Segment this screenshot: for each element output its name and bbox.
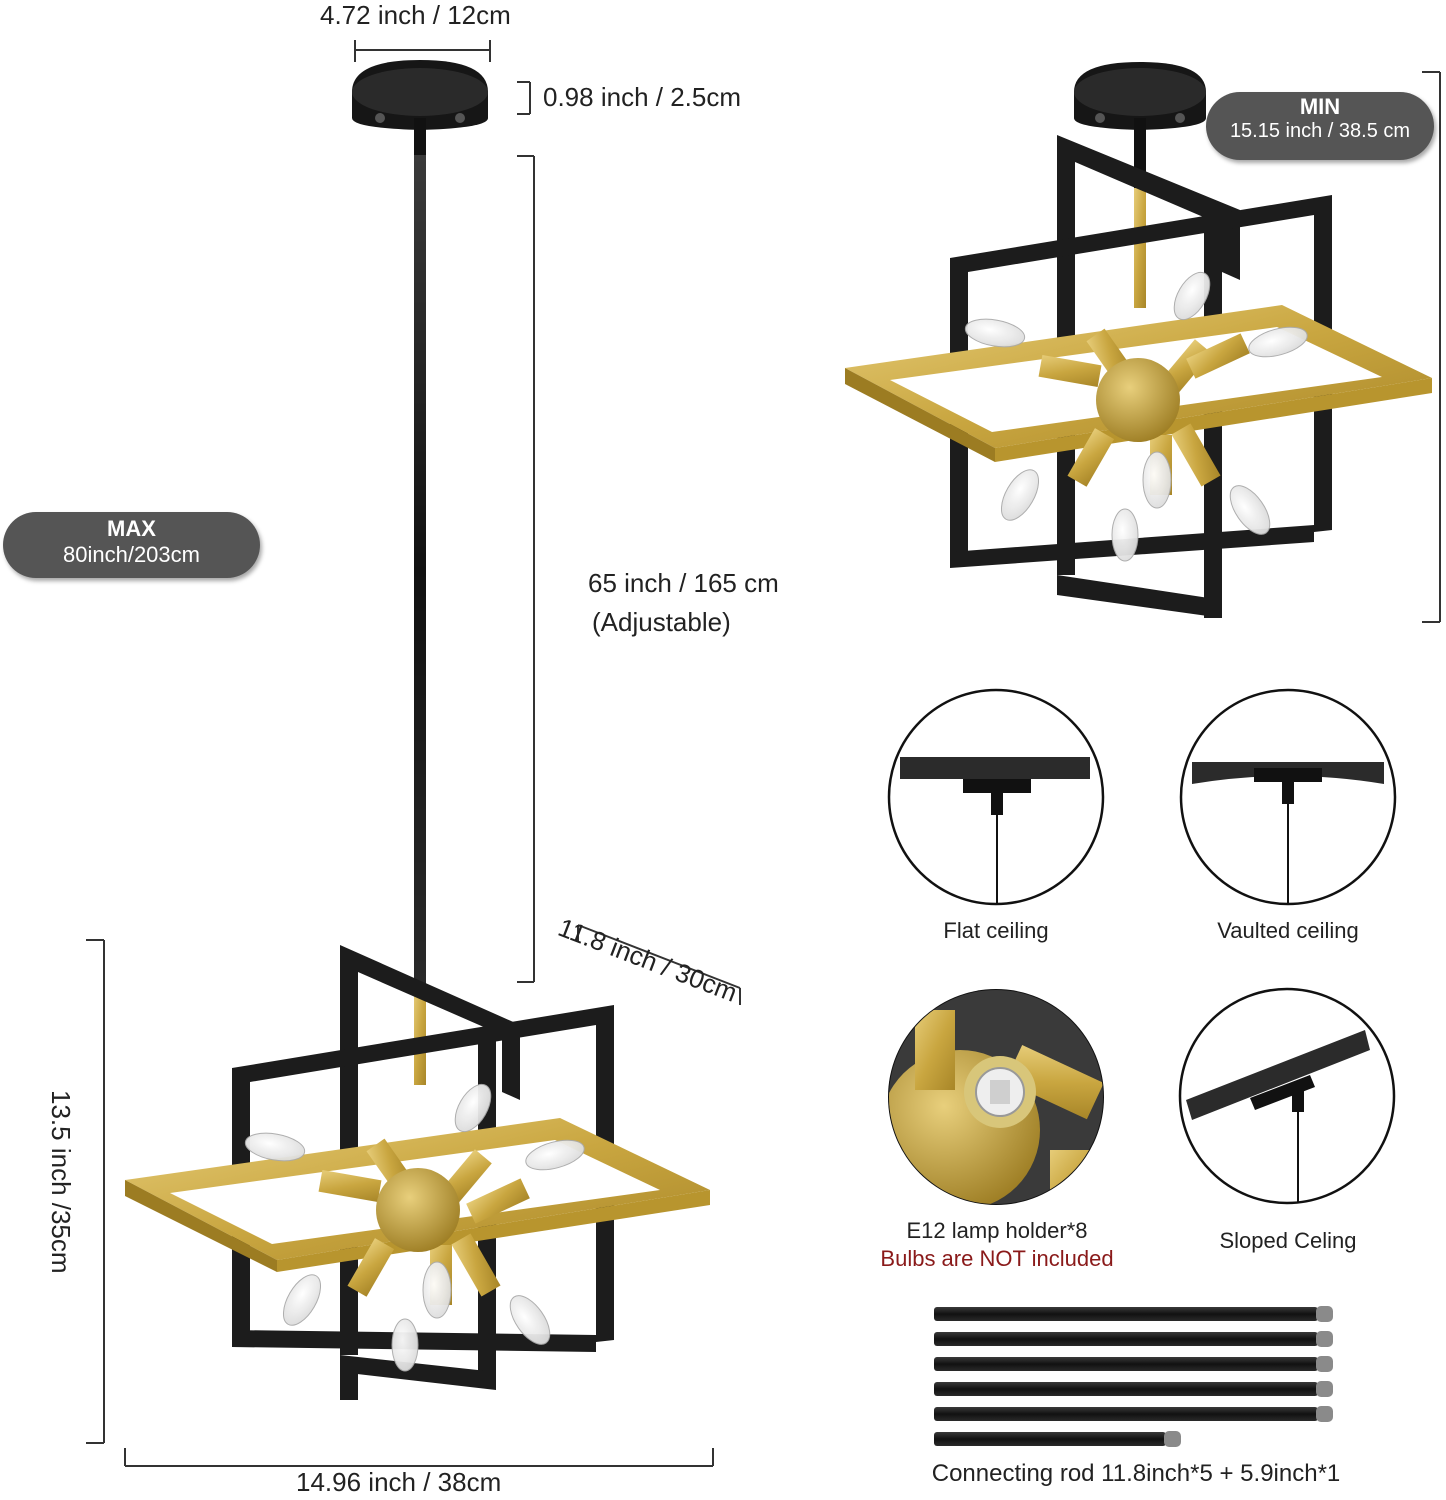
- canopy-height-label: 0.98 inch / 2.5cm: [543, 82, 741, 112]
- vaulted-ceiling-label: Vaulted ceiling: [1217, 918, 1359, 943]
- bulbs-warning: Bulbs are NOT included: [880, 1246, 1114, 1271]
- pendant-main: [125, 60, 710, 1400]
- lamp-holder-closeup-image: [888, 989, 1104, 1205]
- connecting-rods: [934, 1306, 1333, 1447]
- max-badge-title: MAX: [107, 516, 156, 541]
- pendant-flush-mount: [845, 62, 1432, 618]
- sloped-ceiling-label: Sloped Celing: [1219, 1228, 1357, 1253]
- flat-ceiling-icon: [887, 688, 1105, 906]
- rod-adjustable-note: (Adjustable): [592, 607, 731, 637]
- max-height-badge: MAX 80inch/203cm: [3, 512, 260, 578]
- flat-ceiling-label: Flat ceiling: [943, 918, 1049, 943]
- width-label: 14.96 inch / 38cm: [296, 1467, 502, 1497]
- canopy-width-label: 4.72 inch / 12cm: [320, 0, 511, 30]
- min-badge-value: 15.15 inch / 38.5 cm: [1229, 120, 1411, 142]
- height-label: 13.5 inch /35cm: [46, 1090, 76, 1274]
- connecting-rod-caption: Connecting rod 11.8inch*5 + 5.9inch*1: [931, 1460, 1341, 1487]
- rod-length-label: 65 inch / 165 cm: [588, 568, 779, 598]
- sloped-ceiling-icon: [1178, 987, 1396, 1205]
- lamp-holder-label: E12 lamp holder*8: [906, 1218, 1088, 1243]
- vaulted-ceiling-icon: [1179, 688, 1397, 906]
- max-badge-value: 80inch/203cm: [63, 542, 200, 567]
- min-badge-title: MIN: [1299, 94, 1341, 119]
- dimension-lines: [86, 40, 1441, 1467]
- min-height-badge: MIN 15.15 inch / 38.5 cm: [1206, 92, 1434, 160]
